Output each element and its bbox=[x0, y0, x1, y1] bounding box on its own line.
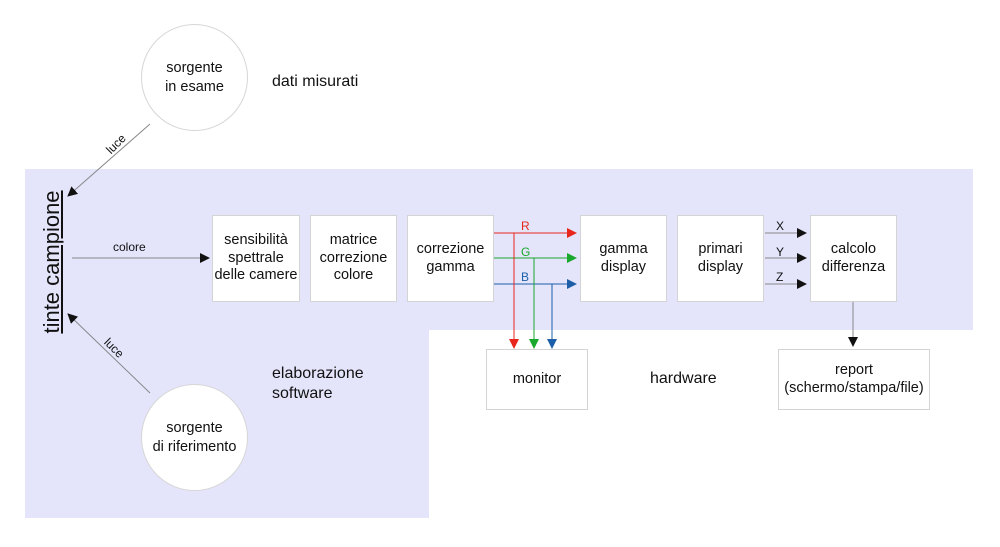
gamma-correction-block: correzione gamma bbox=[407, 215, 494, 302]
sample-colors-title: tinte campione bbox=[39, 190, 64, 334]
g-label: G bbox=[521, 245, 531, 259]
report-block: report (schermo/stampa/file) bbox=[778, 349, 930, 410]
measured-data-label: dati misurati bbox=[272, 73, 359, 90]
z-label: Z bbox=[776, 270, 784, 284]
software-processing-label: elaborazione software bbox=[272, 365, 364, 402]
spectral-sensitivity-block: sensibilità spettrale delle camere bbox=[212, 215, 300, 302]
color-matrix-block: matrice correzione colore bbox=[310, 215, 397, 302]
display-primaries-block: primari display bbox=[677, 215, 764, 302]
monitor-block: monitor bbox=[486, 349, 588, 410]
light-arrow-top bbox=[67, 123, 151, 197]
display-gamma-block: gamma display bbox=[580, 215, 667, 302]
test-source-circle: sorgente in esame bbox=[141, 24, 248, 131]
color-label: colore bbox=[113, 240, 146, 254]
y-label: Y bbox=[776, 245, 785, 259]
x-label: X bbox=[776, 219, 785, 233]
hardware-label: hardware bbox=[650, 370, 717, 387]
light-arrow-bottom bbox=[67, 313, 151, 394]
difference-calc-block: calcolo differenza bbox=[810, 215, 897, 302]
reference-source-circle: sorgente di riferimento bbox=[141, 384, 248, 491]
r-label: R bbox=[521, 219, 530, 233]
b-label: B bbox=[521, 270, 530, 284]
